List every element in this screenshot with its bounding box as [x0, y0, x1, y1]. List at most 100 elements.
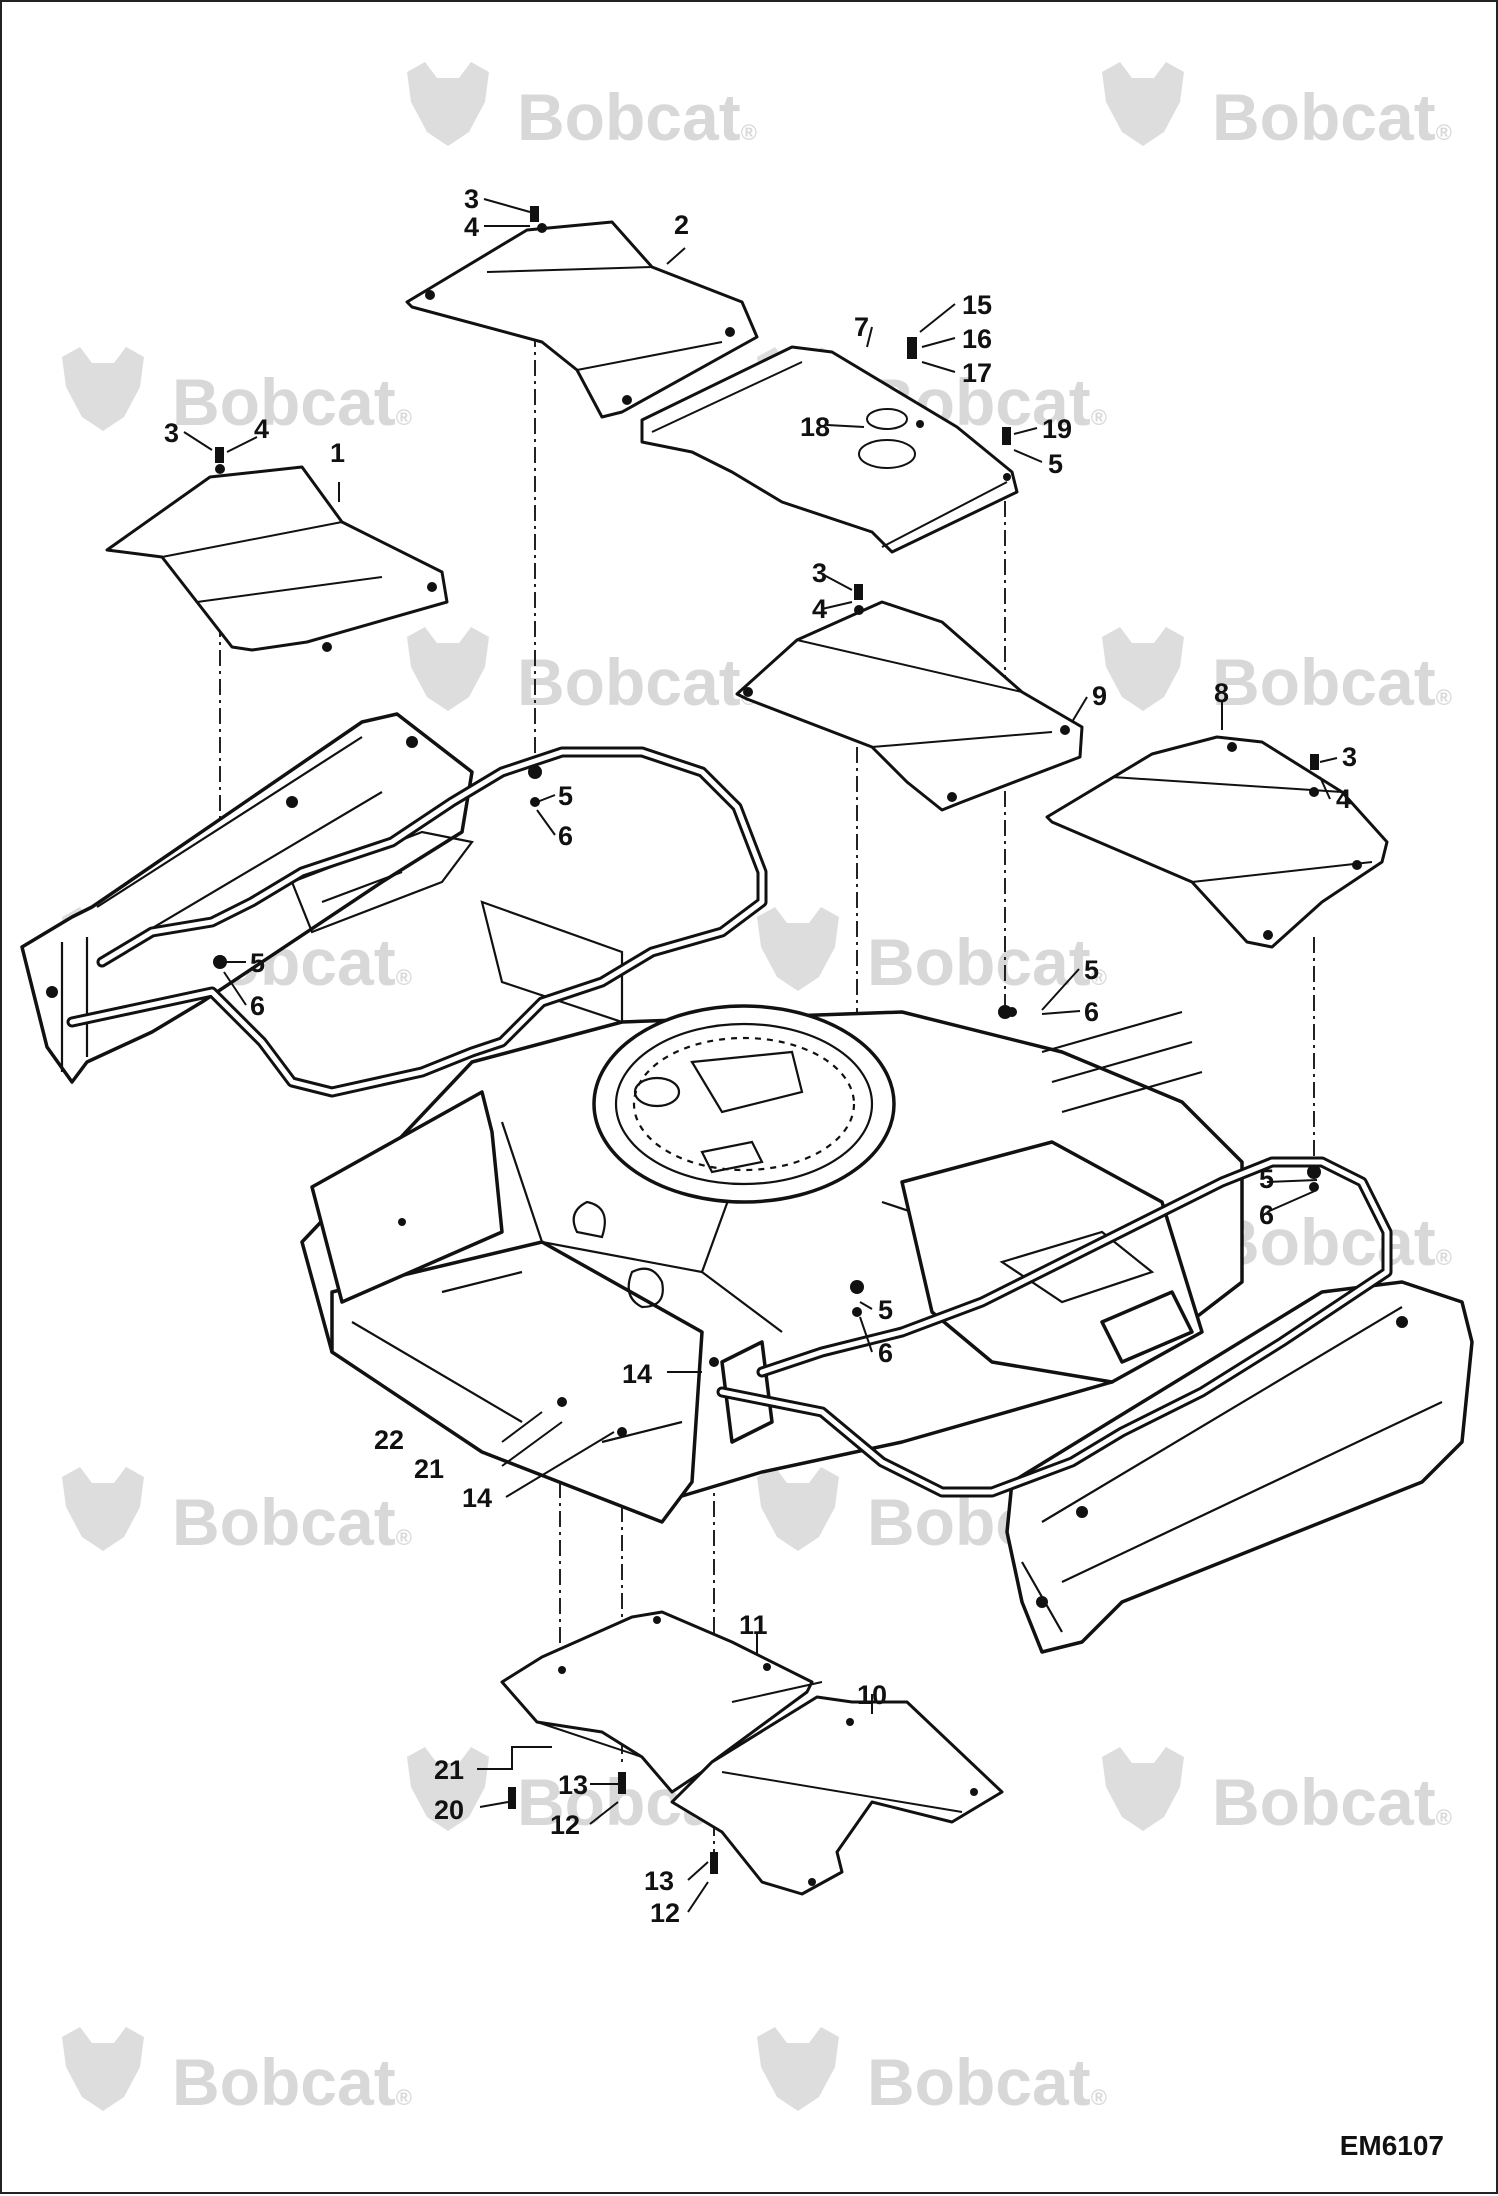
- callout-16: 16: [962, 324, 992, 354]
- callout-12: 12: [550, 1810, 580, 1840]
- watermark-text: Bobcat®: [1212, 1205, 1452, 1279]
- bobcat-head-icon: [757, 2027, 839, 2111]
- registered-mark: ®: [1436, 1245, 1452, 1270]
- bobcat-head-icon: [407, 627, 489, 711]
- watermark-text: Bobcat®: [517, 80, 757, 154]
- callout-19: 19: [1042, 414, 1072, 444]
- registered-mark: ®: [1436, 120, 1452, 145]
- callout-6: 6: [1084, 997, 1099, 1027]
- watermark-text: Bobcat®: [1212, 80, 1452, 154]
- part-11-cover: [500, 1610, 823, 1794]
- part-10-cover: [670, 1695, 1004, 1896]
- registered-mark: ®: [396, 2085, 412, 2110]
- part-2-cover: [405, 220, 759, 419]
- watermark-text: Bobcat®: [1212, 1765, 1452, 1839]
- callout-9: 9: [1092, 681, 1107, 711]
- watermark-text: Bobcat®: [1212, 645, 1452, 719]
- watermark: Bobcat®: [62, 1467, 412, 1559]
- callout-4: 4: [1336, 784, 1351, 814]
- callout-4: 4: [812, 594, 827, 624]
- right-tower: [1005, 1280, 1474, 1654]
- callout-4: 4: [254, 414, 269, 444]
- watermark: Bobcat®: [757, 907, 1107, 999]
- callout-21: 21: [414, 1454, 444, 1484]
- callout-5: 5: [558, 781, 573, 811]
- callout-2: 2: [674, 210, 689, 240]
- callout-6: 6: [250, 991, 265, 1021]
- callout-12: 12: [650, 1898, 680, 1928]
- watermark: Bobcat®: [62, 2027, 412, 2119]
- watermark: Bobcat®: [62, 347, 412, 439]
- part-7-cover: [640, 345, 1019, 554]
- registered-mark: ®: [1091, 2085, 1107, 2110]
- registered-mark: ®: [1436, 685, 1452, 710]
- callout-5: 5: [1084, 955, 1099, 985]
- callout-7: 7: [854, 312, 869, 342]
- callout-13: 13: [558, 1770, 588, 1800]
- callout-17: 17: [962, 358, 992, 388]
- watermark: Bobcat®: [1102, 62, 1452, 154]
- callout-10: 10: [857, 1680, 887, 1710]
- main-frame: [20, 712, 1474, 1654]
- callout-6: 6: [1259, 1200, 1274, 1230]
- callout-11: 11: [739, 1610, 768, 1640]
- callout-3: 3: [1342, 742, 1357, 772]
- callout-18: 18: [800, 412, 830, 442]
- registered-mark: ®: [1091, 405, 1107, 430]
- callout-5: 5: [1259, 1164, 1274, 1194]
- callout-5: 5: [1048, 449, 1063, 479]
- callout-8: 8: [1214, 678, 1229, 708]
- hardware: [215, 206, 1319, 1874]
- callout-21: 21: [434, 1755, 464, 1785]
- bobcat-head-icon: [1102, 627, 1184, 711]
- bobcat-head-icon: [1102, 1747, 1184, 1831]
- bobcat-head-icon: [62, 1467, 144, 1551]
- callout-5: 5: [878, 1295, 893, 1325]
- watermark: Bobcat®: [757, 2027, 1107, 2119]
- callouts: 3 4 2 3 4 1 7 15 16 17 18 19 5 3 4 9 8 3…: [164, 184, 1357, 1928]
- watermark: Bobcat®: [407, 62, 757, 154]
- callout-14: 14: [622, 1359, 652, 1389]
- watermark-text: Bobcat®: [172, 1485, 412, 1559]
- bobcat-head-icon: [407, 62, 489, 146]
- watermark-text: Bobcat®: [867, 925, 1107, 999]
- callout-4: 4: [464, 212, 479, 242]
- left-floor: [330, 1240, 704, 1524]
- callout-6: 6: [558, 821, 573, 851]
- drawing-code: EM6107: [1339, 2130, 1444, 2161]
- callout-1: 1: [330, 438, 345, 468]
- callout-22: 22: [374, 1425, 404, 1455]
- callout-6: 6: [878, 1338, 893, 1368]
- callout-3: 3: [464, 184, 479, 214]
- part-1-cover: [105, 464, 449, 652]
- watermark: Bobcat®: [407, 627, 757, 719]
- bobcat-head-icon: [757, 907, 839, 991]
- watermark-text: Bobcat®: [172, 2045, 412, 2119]
- callout-15: 15: [962, 290, 992, 320]
- callout-14: 14: [462, 1483, 492, 1513]
- bobcat-head-icon: [407, 1747, 489, 1831]
- registered-mark: ®: [396, 1525, 412, 1550]
- watermark: Bobcat®: [1102, 627, 1452, 719]
- leader-lines: [183, 198, 1338, 1913]
- bobcat-head-icon: [1102, 62, 1184, 146]
- bobcat-head-icon: [62, 347, 144, 431]
- callout-3: 3: [164, 418, 179, 448]
- registered-mark: ®: [396, 965, 412, 990]
- bobcat-head-icon: [757, 1467, 839, 1551]
- watermark-text: Bobcat®: [517, 645, 757, 719]
- watermark-text: Bobcat®: [867, 2045, 1107, 2119]
- callout-3: 3: [812, 558, 827, 588]
- left-rear-panel: [310, 1090, 504, 1304]
- callout-13: 13: [644, 1866, 674, 1896]
- part-8-cover: [1045, 735, 1389, 949]
- registered-mark: ®: [396, 405, 412, 430]
- registered-mark: ®: [1436, 1805, 1452, 1830]
- registered-mark: ®: [741, 120, 757, 145]
- registered-mark: ®: [1091, 965, 1107, 990]
- watermark-text: Bobcat®: [172, 365, 412, 439]
- watermark: Bobcat®: [1102, 1747, 1452, 1839]
- bobcat-head-icon: [62, 2027, 144, 2111]
